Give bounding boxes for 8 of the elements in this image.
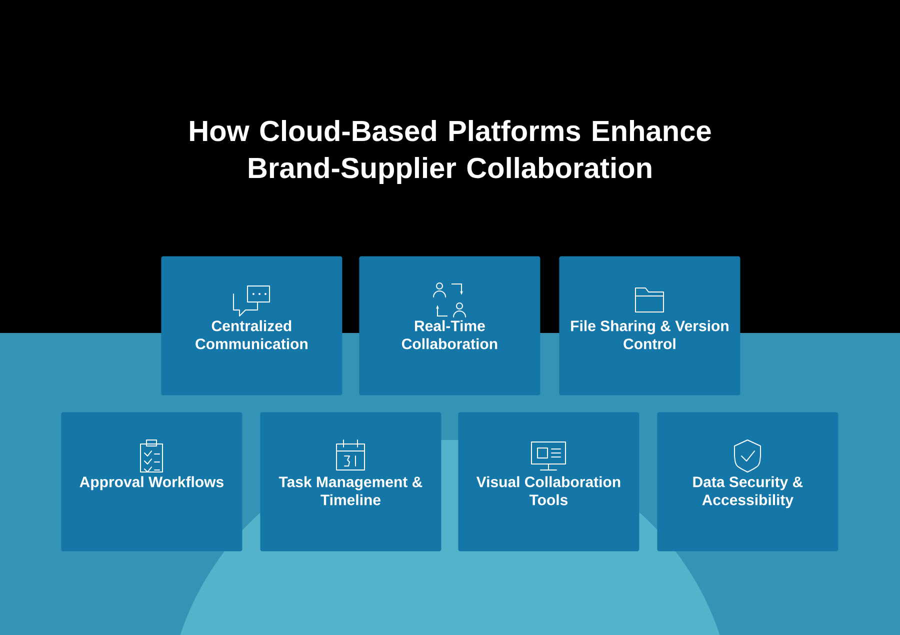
feature-card: File Sharing & Version Control	[559, 256, 740, 396]
feature-card: Approval Workflows	[61, 412, 242, 552]
feature-card: Real-Time Collaboration	[359, 256, 540, 396]
feature-card: Task Management & Timeline	[260, 412, 442, 552]
feature-card: Data Security & Accessibility	[657, 412, 838, 552]
title: How Cloud-Based Platforms Enhance Brand-Supplier Collaboration	[190, 120, 711, 184]
feature-card: Visual Collaboration Tools	[458, 412, 640, 552]
feature-card: Centralized Communication	[161, 256, 342, 396]
